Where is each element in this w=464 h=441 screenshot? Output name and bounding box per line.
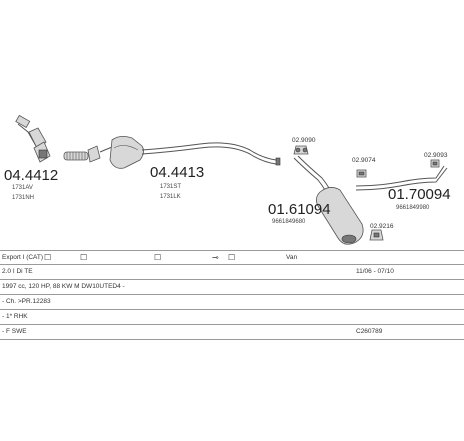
info-row-3: 1997 cc, 120 HP, 88 KW M DW10UTED4 - — [0, 280, 464, 295]
market-label: Export I (CAT) — [2, 254, 44, 261]
square-icon: ☐ — [80, 253, 88, 262]
middle-silencer-part-code: 01.61094 — [268, 201, 331, 218]
exhaust-system-diagram: 04.4412 1731AV 1731NH 04.4413 1731ST 173… — [4, 114, 451, 245]
chassis-note: - Ch. >PR.12283 — [2, 298, 51, 305]
square-icon: ☐ — [228, 253, 236, 262]
rear-pipe-assembly[interactable] — [355, 165, 448, 191]
square-icon: ☐ — [154, 253, 162, 262]
rear-pipe-part-code: 01.70094 — [388, 186, 451, 203]
catalyst-part-code: 04.4413 — [150, 164, 204, 181]
vehicle-type: Van — [286, 254, 298, 261]
production-period: 11/06 - 07/10 — [356, 268, 394, 275]
manifold-part-code: 04.4412 — [4, 167, 58, 184]
catalyst-assembly[interactable] — [99, 136, 281, 169]
info-row-4: - Ch. >PR.12283 — [0, 295, 464, 310]
model-name: 2.0 I Di TE — [2, 268, 33, 275]
rear-pipe-ref: 9661849980 — [396, 205, 430, 211]
manifold-ref-2: 1731NH — [12, 195, 34, 201]
hanger-2-code: 02.9074 — [352, 157, 376, 164]
drive-note: - 1* RHK — [2, 313, 28, 320]
manifold-assembly[interactable] — [15, 114, 101, 163]
hanger-part-4[interactable] — [369, 229, 384, 241]
square-icon: ☐ — [44, 253, 52, 262]
manifold-ref-1: 1731AV — [12, 185, 33, 191]
middle-silencer-assembly[interactable] — [293, 155, 364, 245]
middle-silencer-ref: 9661849680 — [272, 219, 306, 225]
flex-pipe — [63, 151, 89, 161]
info-row-6: - F SWE C260789 — [0, 325, 464, 340]
hanger-3-code: 02.9093 — [424, 152, 448, 159]
hanger-part-3[interactable] — [430, 159, 440, 168]
catalyst-ref-2: 1731LK — [160, 194, 181, 200]
engine-spec: 1997 cc, 120 HP, 88 KW M DW10UTED4 - — [2, 283, 125, 290]
hanger-1-code: 02.9090 — [292, 137, 316, 144]
hanger-part-2[interactable] — [356, 169, 367, 178]
info-row-1: Export I (CAT) ☐ ☐ ☐ ⊸ ☐ Van — [0, 250, 464, 265]
market-note: - F SWE — [2, 328, 27, 335]
hanger-4-code: 02.9216 — [370, 223, 394, 230]
hanger-part-1[interactable] — [293, 145, 309, 155]
catalyst-ref-1: 1731ST — [160, 184, 181, 190]
exhaust-link-icon: ⊸ — [212, 253, 219, 262]
vehicle-info-table: Export I (CAT) ☐ ☐ ☐ ⊸ ☐ Van 2.0 I Di TE… — [0, 250, 464, 340]
info-row-2: 2.0 I Di TE 11/06 - 07/10 — [0, 265, 464, 280]
catalog-code: C260789 — [356, 328, 383, 335]
info-row-5: - 1* RHK — [0, 310, 464, 325]
